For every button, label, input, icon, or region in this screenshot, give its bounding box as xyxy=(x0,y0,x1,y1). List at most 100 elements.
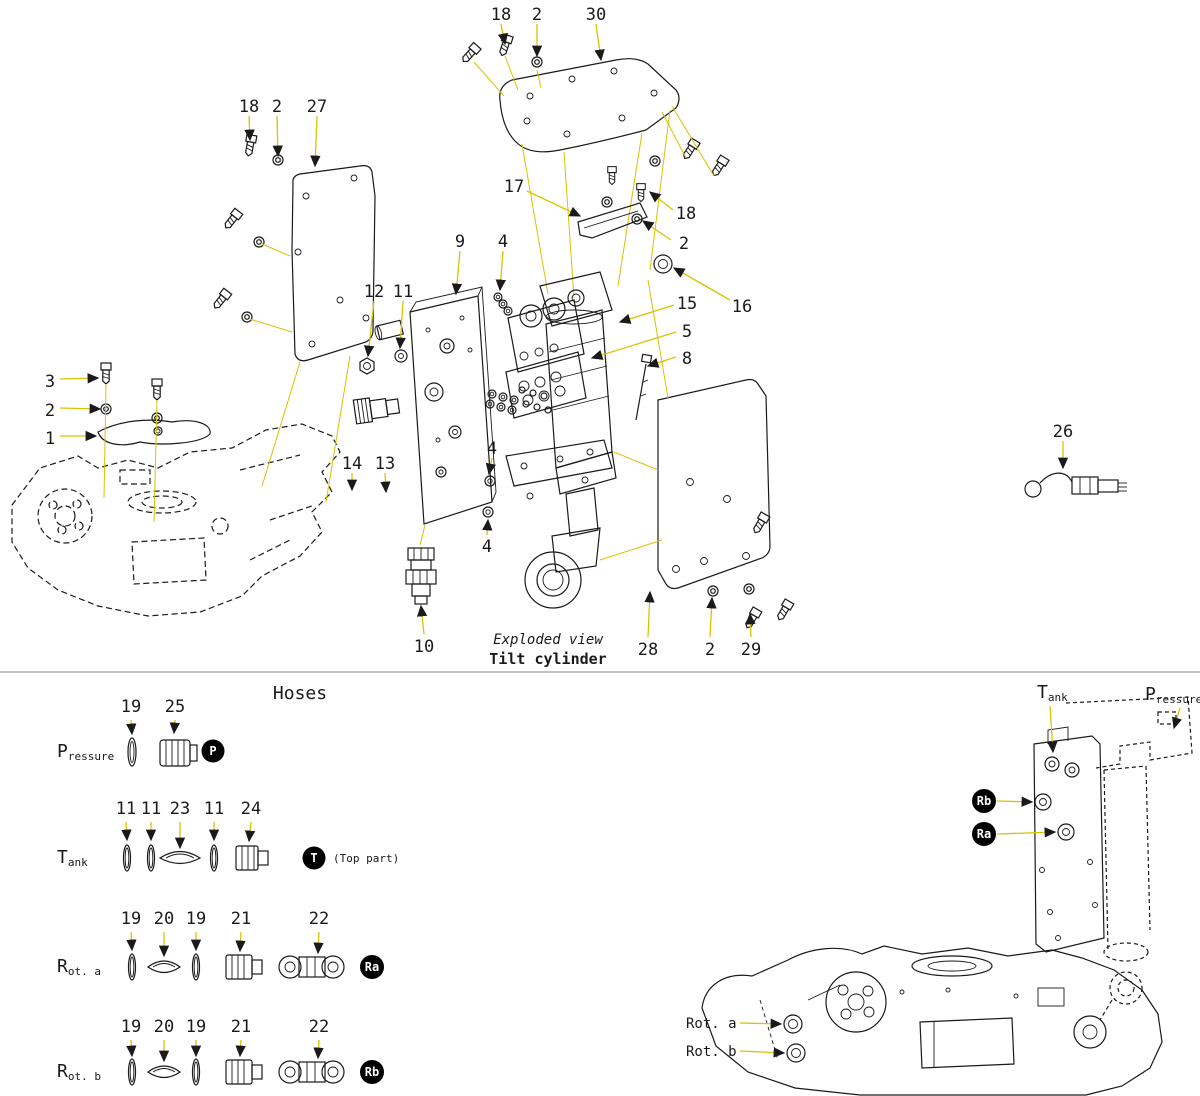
part-callout: 28 xyxy=(638,640,658,660)
leader-arrow xyxy=(363,300,375,358)
leader-arrow xyxy=(313,931,324,955)
badge-label: Rb xyxy=(365,1065,379,1079)
orings-4-drawing xyxy=(482,292,552,518)
leader-arrow xyxy=(526,190,582,217)
leader-arrow xyxy=(996,796,1034,807)
swivel-elbow-part-drawing xyxy=(278,955,345,979)
part-callout: 23 xyxy=(170,799,190,819)
leader-arrow xyxy=(416,604,428,635)
row-label-sub: ot. b xyxy=(68,1070,101,1083)
oring-part-drawing xyxy=(127,1058,201,1086)
hoses-title: Hoses xyxy=(273,683,327,704)
leader-arrow xyxy=(672,267,731,301)
leader-arrow xyxy=(497,23,509,46)
pressure-label-sub: ressure xyxy=(1156,693,1200,706)
leader-arrow xyxy=(495,250,506,292)
leader-arrow xyxy=(482,518,493,536)
part-callout: 3 xyxy=(45,372,55,392)
part-callout: 4 xyxy=(487,439,497,459)
hose-row-rot-b: Rot. b 19 20 19 21 22 xyxy=(57,1017,384,1086)
part-callout: 4 xyxy=(482,537,492,557)
part-callout: 20 xyxy=(154,1017,174,1037)
part-callout: 8 xyxy=(682,349,692,369)
part-callout: 12 xyxy=(364,282,384,302)
leader-arrow xyxy=(646,356,677,368)
assembled-valve-block-drawing xyxy=(1033,726,1105,953)
valve-block-9-drawing xyxy=(352,286,497,546)
tilt-cylinder-caption: Tilt cylinder xyxy=(489,650,606,668)
part-callout: 18 xyxy=(676,204,696,224)
leader-arrow xyxy=(126,719,137,736)
part-callout: 11 xyxy=(116,799,136,819)
badge-label: Rb xyxy=(977,794,991,808)
tank-label-main: T xyxy=(1037,682,1048,703)
banjo-fitting-part-drawing xyxy=(225,954,263,980)
leader-arrow xyxy=(244,115,255,142)
part-callout: 19 xyxy=(186,909,206,929)
oring-part-drawing xyxy=(127,737,137,767)
assembled-view: Tank Pressure Rb Ra Rot. a Rot. b xyxy=(686,682,1200,1096)
part-callout: 11 xyxy=(393,282,413,302)
hoses-section: Hoses Pressure 19 25 P Tank xyxy=(57,683,399,1086)
badge-label: Ra xyxy=(977,827,991,841)
part-callout: 1 xyxy=(45,429,55,449)
part-callout: 22 xyxy=(309,1017,329,1037)
exploded-view-caption: Exploded view xyxy=(493,632,603,648)
part-callout: 11 xyxy=(141,799,161,819)
port-badge-ra-assembled: Ra xyxy=(972,822,996,846)
part-callout: 19 xyxy=(186,1017,206,1037)
part-callout: 29 xyxy=(741,640,761,660)
leader-arrow xyxy=(996,827,1057,838)
row-label-main: P xyxy=(57,741,68,762)
tank-label-sub: ank xyxy=(1048,691,1068,704)
leader-arrow xyxy=(594,23,605,62)
hose-row-rot-a: Rot. a 19 20 19 21 22 xyxy=(57,909,384,981)
rot-b-port-label: Rot. b xyxy=(686,1044,737,1060)
coupler-fitting-drawing xyxy=(352,397,401,425)
plate-30-drawing xyxy=(458,33,730,299)
row-label-main: R xyxy=(57,956,68,977)
part-callout: 13 xyxy=(375,454,395,474)
badge-label: Ra xyxy=(365,960,379,974)
leader-arrow xyxy=(272,115,283,158)
part-callout: 18 xyxy=(491,5,511,25)
leader-arrow xyxy=(235,931,246,953)
part-callout: 19 xyxy=(121,697,141,717)
part-callout: 27 xyxy=(307,97,327,117)
leader-arrow xyxy=(590,331,677,360)
leader-arrow xyxy=(126,931,137,952)
part-callout: 2 xyxy=(705,640,715,660)
part-callout: 9 xyxy=(455,232,465,252)
port-badge-rb-assembled: Rb xyxy=(972,789,996,813)
part-callout: 16 xyxy=(732,297,752,317)
leader-arrow xyxy=(121,821,132,842)
assembled-housing-drawing xyxy=(701,945,1163,1096)
exploded-view-drawing xyxy=(11,33,1127,631)
leader-arrow xyxy=(235,1039,246,1058)
top-part-note: (Top part) xyxy=(333,852,399,865)
leader-arrow xyxy=(1047,705,1058,754)
leader-arrow xyxy=(451,250,463,296)
part-callout: 10 xyxy=(414,637,434,657)
ring-11-drawing xyxy=(394,349,408,363)
port-badge-ra: Ra xyxy=(360,955,384,979)
leader-arrow xyxy=(644,590,655,638)
rot-a-port-label: Rot. a xyxy=(686,1016,737,1032)
part-callout: 22 xyxy=(309,909,329,929)
port-badge-t: T xyxy=(302,846,326,870)
coupler-10-drawing xyxy=(405,547,437,605)
row-label-sub: ot. a xyxy=(68,965,101,978)
pressure-label-main: P xyxy=(1145,684,1156,705)
lens-washer-part-drawing xyxy=(146,1065,182,1079)
oring-part-drawing xyxy=(122,844,219,872)
leader-arrow xyxy=(169,719,180,735)
leader-arrow xyxy=(126,1039,137,1058)
row-label-main: T xyxy=(57,847,68,868)
leader-arrow xyxy=(739,1047,786,1058)
port-badge-p: P xyxy=(201,739,225,763)
plate-28-drawing xyxy=(599,279,795,631)
part-callout: 30 xyxy=(586,5,606,25)
badge-label: P xyxy=(209,744,216,758)
leader-arrow xyxy=(641,220,672,241)
